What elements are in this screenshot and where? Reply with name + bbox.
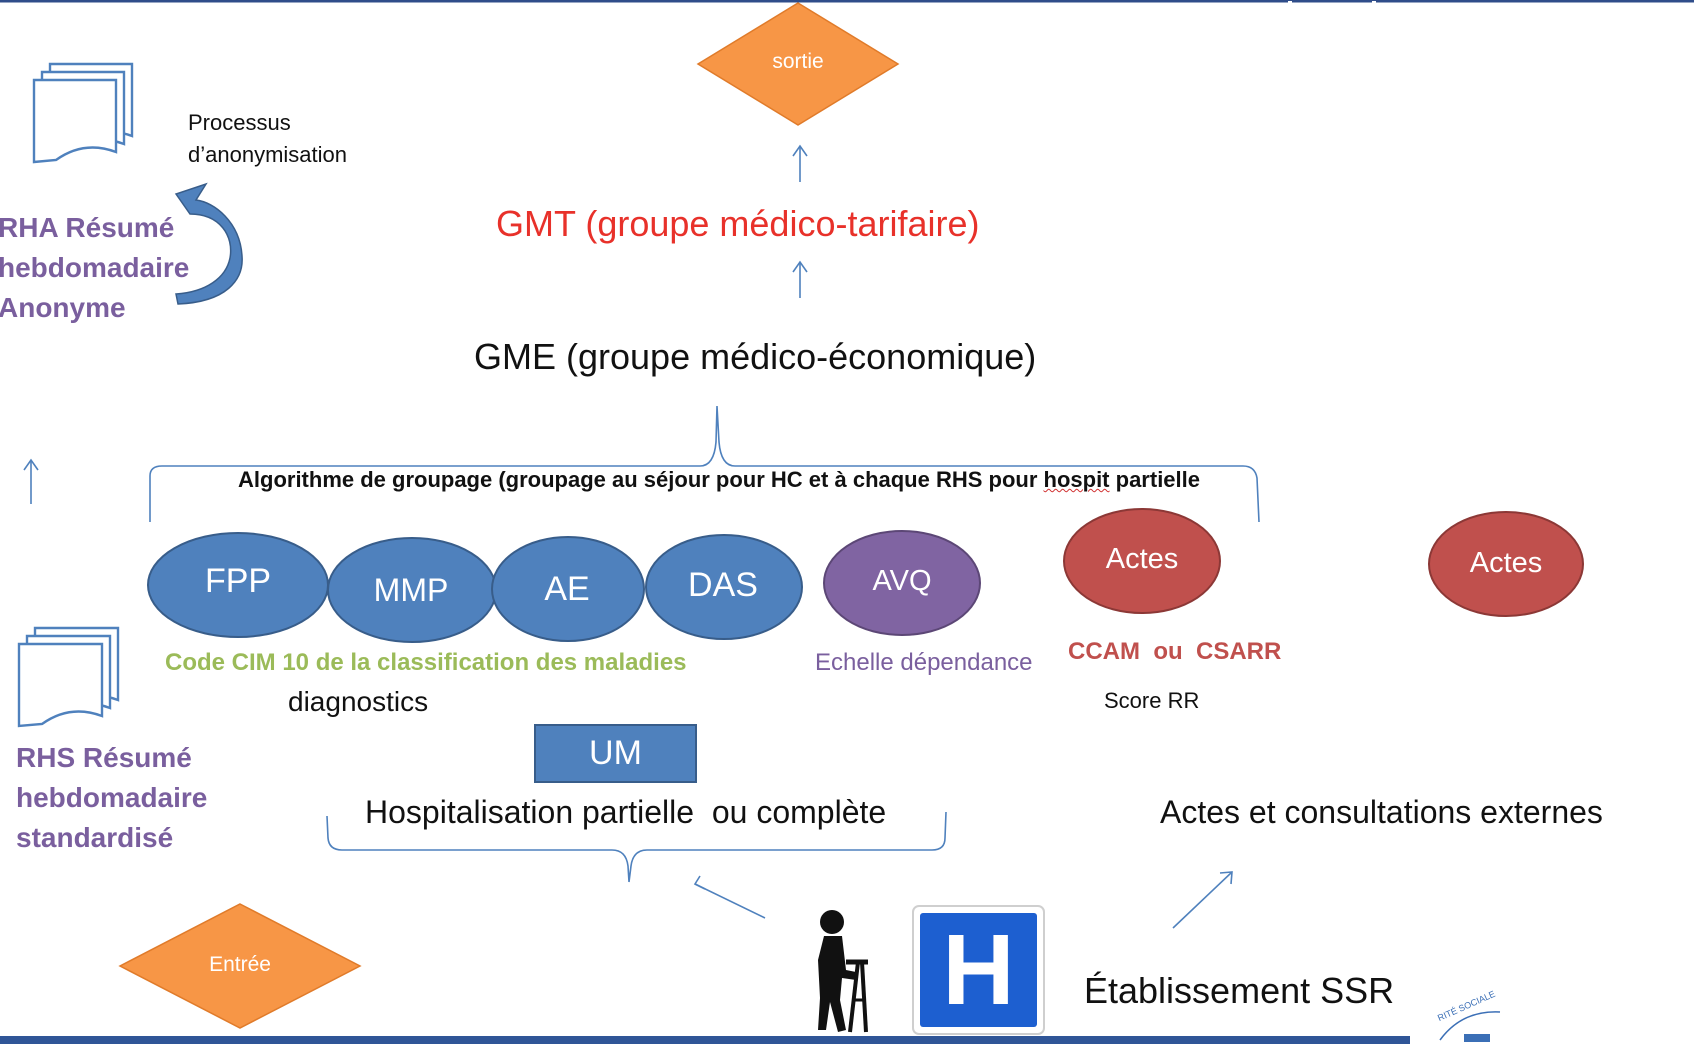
code-ovals	[147, 532, 803, 643]
diagonal-arrow-icon	[694, 883, 766, 919]
rha-line3: Anonyme	[0, 292, 126, 323]
score-rr-label: Score RR	[1104, 688, 1200, 713]
document-stack-icon	[17, 626, 120, 728]
code-oval-ae	[491, 536, 645, 642]
algorithm-brace	[149, 405, 1260, 523]
anonymisation-line1: Processus	[188, 110, 291, 135]
rhs-line1: RHS Résumé	[16, 742, 192, 773]
hospital-sign-icon	[912, 905, 1045, 1035]
rha-line2: hebdomadaire	[0, 252, 190, 283]
avq-label: AVQ	[872, 565, 932, 597]
um-box	[534, 724, 697, 783]
ccam-label: CCAM ou CSARR	[1068, 638, 1282, 665]
hospital-letter: H	[942, 914, 1015, 1026]
code-label-ae: AE	[544, 570, 590, 608]
um-label: UM	[589, 734, 642, 772]
gmt-label: GMT (groupe médico-tarifaire)	[496, 203, 980, 244]
actes-internal-label: Actes	[1105, 543, 1179, 575]
avq-node	[823, 530, 981, 636]
document-stack-icon	[32, 62, 134, 164]
gme-label: GME (groupe médico-économique)	[474, 336, 1037, 377]
entry-node-label: Entrée	[209, 953, 271, 976]
cim-label: Code CIM 10 de la classification des mal…	[165, 649, 687, 676]
rhs-label: RHS Résumé hebdomadaire standardisé	[16, 738, 207, 858]
exit-node	[696, 2, 900, 126]
rha-label: RHA Résumé hebdomadaire Anonyme	[0, 208, 189, 328]
algorithm-label-main: Algorithme de groupage (groupage au séjo…	[238, 467, 1044, 492]
actes-external-node	[1428, 511, 1584, 617]
rhs-line3: standardisé	[16, 822, 174, 853]
actes-internal-node	[1063, 508, 1221, 614]
curved-arrow-icon	[174, 182, 243, 305]
code-label-mmp: MMP	[373, 572, 449, 608]
external-label: Actes et consultations externes	[1160, 794, 1603, 830]
exit-node-label: sortie	[772, 50, 824, 73]
elderly-walker-icon	[818, 910, 868, 1033]
bottom-rule	[0, 1036, 1410, 1044]
rha-line1: RHA Résumé	[0, 212, 175, 243]
diagonal-arrow-icon	[1172, 871, 1233, 929]
actes-external-label: Actes	[1469, 547, 1543, 579]
code-label-fpp: FPP	[204, 562, 272, 600]
algorithm-label: Algorithme de groupage (groupage au séjo…	[238, 467, 1200, 493]
entry-node	[118, 903, 362, 1029]
rhs-line2: hebdomadaire	[16, 782, 208, 813]
code-label-das: DAS	[688, 566, 758, 604]
algorithm-label-hospit: hospit	[1043, 467, 1110, 492]
establishment-label: Établissement SSR	[1084, 970, 1395, 1011]
anonymisation-line2: d’anonymisation	[188, 142, 347, 167]
hospitalisation-brace	[326, 811, 947, 883]
avq-caption: Echelle dépendance	[815, 649, 1033, 676]
algorithm-label-end: partielle	[1109, 467, 1200, 492]
cim-sub-label: diagnostics	[288, 686, 429, 717]
hospitalisation-label: Hospitalisation partielle ou complète	[365, 794, 887, 830]
code-oval-das	[645, 534, 803, 640]
logo-icon	[1439, 1011, 1501, 1042]
